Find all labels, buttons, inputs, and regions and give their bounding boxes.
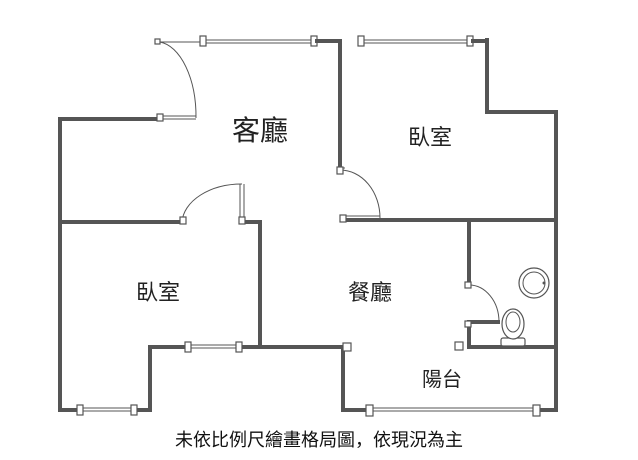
- disclaimer-caption: 未依比例尺繪畫格局圖，依現況為主: [175, 430, 463, 451]
- room-label-dining: 餐廳: [348, 281, 392, 306]
- toilet-icon: [500, 308, 526, 347]
- doors: [156, 41, 500, 328]
- room-label-bedroom-left: 臥室: [136, 281, 180, 306]
- floor-plan: 客廳 臥室 臥室 餐廳 陽台: [58, 35, 558, 417]
- room-labels: 客廳 臥室 臥室 餐廳 陽台: [136, 114, 462, 391]
- windows: [76, 35, 541, 417]
- room-label-balcony: 陽台: [422, 367, 462, 391]
- fixtures: [500, 267, 550, 347]
- room-label-living: 客廳: [232, 114, 288, 147]
- walls: [58, 38, 558, 412]
- sink-icon: [518, 267, 550, 299]
- room-label-bedroom-right: 臥室: [408, 126, 452, 151]
